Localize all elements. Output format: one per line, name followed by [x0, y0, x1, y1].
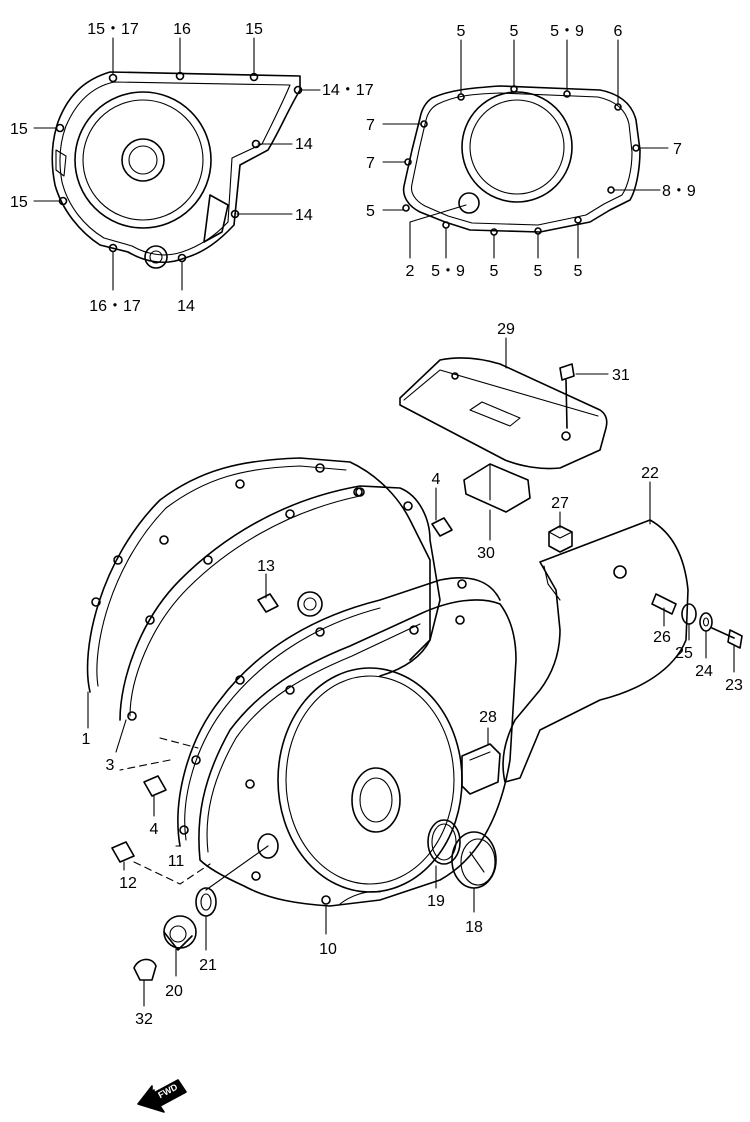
callout-21: 21: [199, 957, 217, 974]
part-31-bolt: [559, 363, 609, 429]
callout-22: 22: [641, 465, 659, 482]
callout-14-b: 14: [295, 207, 313, 224]
callout-31: 31: [612, 367, 630, 384]
part-21-washer: [195, 887, 217, 917]
part-18-filler-plug: [451, 831, 497, 889]
callout-13: 13: [257, 558, 275, 575]
callout-16: 16: [173, 21, 191, 38]
part-28-rubber-block: [461, 743, 501, 795]
callout-5-9-bottom: 5・9: [431, 263, 465, 280]
part-4-dowel-bottom: [143, 775, 167, 797]
callout-25: 25: [675, 645, 693, 662]
callout-18: 18: [465, 919, 483, 936]
callout-1: 1: [82, 731, 91, 748]
top-left-leader-lines: [33, 37, 321, 291]
part-1-crankcase-gasket-outline: [86, 457, 431, 693]
callout-3: 3: [106, 757, 115, 774]
callout-10: 10: [319, 941, 337, 958]
callout-26: 26: [653, 629, 671, 646]
part-11-gasket: [177, 577, 501, 847]
part-29-cover-plate: [399, 357, 608, 470]
part-12-dowel: [111, 841, 135, 863]
callout-23: 23: [725, 677, 743, 694]
dashed-guide-lines: [119, 737, 211, 885]
callout-7-b: 7: [366, 155, 375, 172]
part-23-bolt: [711, 627, 743, 649]
callout-24: 24: [695, 663, 713, 680]
callout-5-left: 5: [366, 203, 375, 220]
callout-5-e: 5: [574, 263, 583, 280]
callout-7-a: 7: [366, 117, 375, 134]
callout-28: 28: [479, 709, 497, 726]
top-right-callouts: 5 5 5・9 6 7 7 7 8・9 5 2 5・9 5 5 5: [366, 23, 696, 280]
callout-16-17: 16・17: [89, 298, 141, 315]
top-left-callouts: 15・17 16 15 14・17 15 14 15 14 16・17 14: [10, 21, 374, 315]
part-22-side-cover: [502, 519, 689, 783]
callout-8-9: 8・9: [662, 183, 696, 200]
callout-15-left-a: 15: [10, 121, 28, 138]
callout-15-left-b: 15: [10, 194, 28, 211]
main-leader-lines: [87, 337, 735, 1007]
callout-5-9-top: 5・9: [550, 23, 584, 40]
callout-14-bottom: 14: [177, 298, 195, 315]
part-32-cap: [133, 958, 157, 981]
part-3-gasket: [119, 485, 441, 721]
callout-4-top: 4: [432, 471, 441, 488]
part-20-cap: [163, 915, 197, 951]
callout-11: 11: [168, 853, 185, 870]
callout-29: 29: [497, 321, 515, 338]
clutch-cover-gasket: [402, 85, 641, 236]
callout-32: 32: [135, 1011, 153, 1028]
part-27-grommet: [548, 525, 573, 553]
part-25-damper: [681, 603, 697, 625]
part-4-dowel-top: [431, 517, 453, 537]
callout-5-b: 5: [510, 23, 519, 40]
callout-19: 19: [427, 893, 445, 910]
callout-5-d: 5: [534, 263, 543, 280]
callout-30: 30: [477, 545, 495, 562]
oil-pump-gear: [297, 591, 323, 617]
callout-5-a: 5: [457, 23, 466, 40]
callout-15-top: 15: [245, 21, 263, 38]
callout-4-bottom: 4: [150, 821, 159, 838]
top-right-leader-lines: [382, 39, 669, 259]
callout-7-right: 7: [673, 141, 682, 158]
callout-12: 12: [119, 875, 137, 892]
callout-20: 20: [165, 983, 183, 1000]
callout-2: 2: [406, 263, 415, 280]
fwd-arrow-icon: FWD: [137, 1079, 187, 1113]
part-30-spacer: [463, 463, 531, 513]
generator-cover-gasket: [51, 71, 303, 269]
part-24-washer: [699, 612, 713, 632]
main-callouts: 29 31 4 30 22 27 13 26 25 24 23 1 3 28 4…: [82, 321, 743, 1028]
callout-15-17: 15・17: [87, 21, 139, 38]
callout-14-a: 14: [295, 136, 313, 153]
callout-5-c: 5: [490, 263, 499, 280]
part-13-dowel: [257, 593, 279, 613]
callout-6: 6: [614, 23, 623, 40]
callout-14-17: 14・17: [322, 82, 374, 99]
callout-27: 27: [551, 495, 569, 512]
part-26-collar: [651, 593, 677, 615]
part-19-o-ring: [427, 819, 461, 865]
